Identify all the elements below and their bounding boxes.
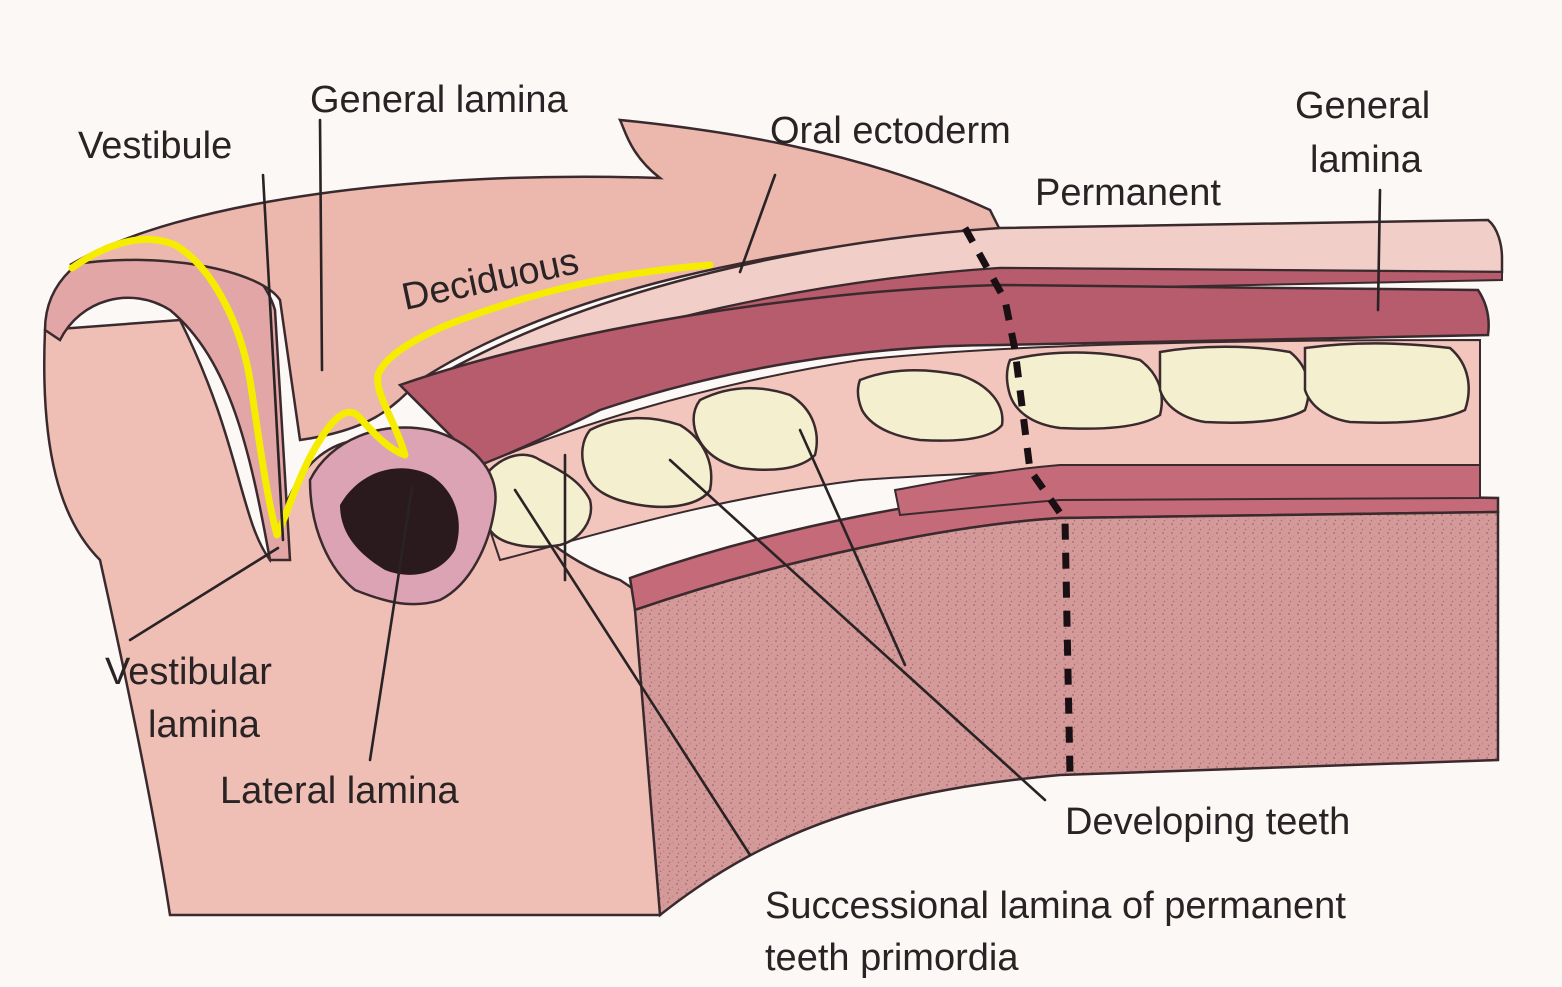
label-general-lamina-top: General lamina: [310, 79, 569, 121]
label-developing-teeth: Developing teeth: [1065, 801, 1350, 843]
tooth-7: [1305, 344, 1469, 423]
label-vestibular-lamina-line2: lamina: [148, 704, 261, 746]
label-vestibule: Vestibule: [78, 125, 232, 167]
label-oral-ectoderm: Oral ectoderm: [770, 110, 1011, 152]
label-successional-lamina-line1: Successional lamina of permanent: [765, 885, 1346, 927]
tooth-5: [1007, 353, 1162, 429]
label-permanent: Permanent: [1035, 172, 1221, 214]
label-general-lamina-right-line1: General: [1295, 85, 1430, 127]
label-vestibular-lamina-line1: Vestibular: [105, 651, 272, 693]
label-lateral-lamina: Lateral lamina: [220, 770, 460, 812]
label-successional-lamina-line2: teeth primordia: [765, 937, 1019, 979]
label-general-lamina-right-line2: lamina: [1310, 139, 1423, 181]
tooth-6: [1160, 347, 1309, 423]
